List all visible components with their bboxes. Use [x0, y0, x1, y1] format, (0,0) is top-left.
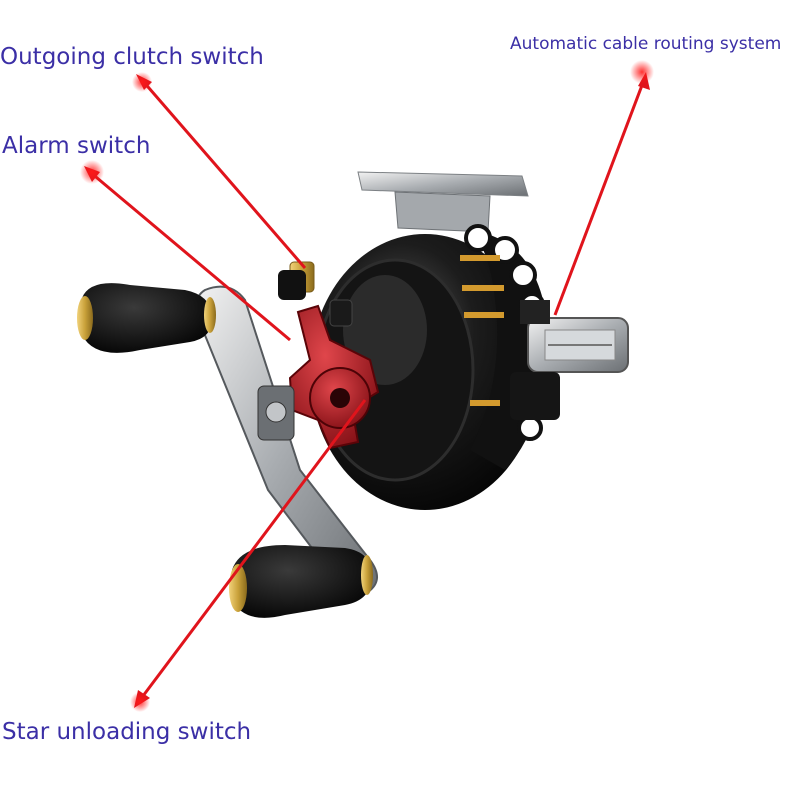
handle-knob-bottom — [229, 545, 373, 618]
arrow-cable-routing — [553, 79, 646, 316]
reel-foot — [357, 171, 529, 233]
arrow-glows — [80, 60, 654, 712]
arrow-star-unloading — [138, 399, 367, 701]
label-automatic-cable-routing-system: Automatic cable routing system — [510, 34, 782, 54]
label-alarm-switch: Alarm switch — [2, 133, 151, 159]
clutch-knob — [278, 261, 353, 327]
label-star-unloading-switch: Star unloading switch — [2, 719, 252, 745]
handle-knob-top — [77, 283, 216, 353]
arrow-alarm — [89, 170, 291, 342]
pointer-arrows — [84, 72, 650, 708]
label-outgoing-clutch-switch: Outgoing clutch switch — [0, 44, 264, 70]
arrow-outgoing-clutch — [140, 79, 307, 269]
level-wind — [510, 300, 629, 420]
